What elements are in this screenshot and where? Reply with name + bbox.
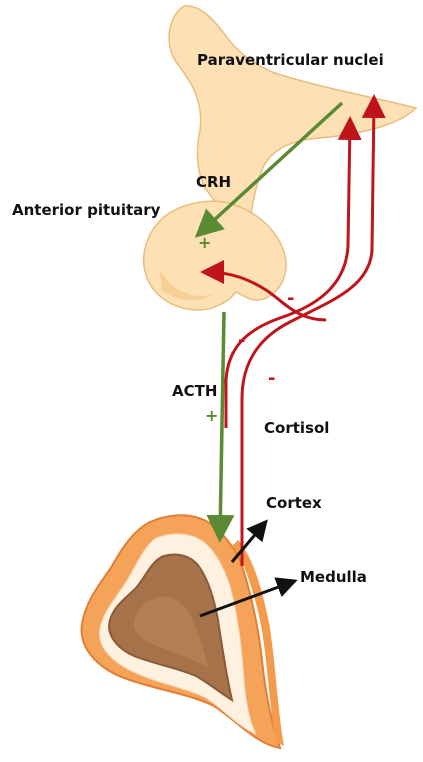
cortex-label: Cortex xyxy=(266,494,322,512)
feedback-minus-inner: - xyxy=(238,330,245,351)
feedback-minus-outer: - xyxy=(268,368,275,389)
anterior-pituitary-label: Anterior pituitary xyxy=(12,201,161,219)
crh-label: CRH xyxy=(196,173,231,191)
acth-arrow xyxy=(220,312,224,536)
acth-plus-sign: + xyxy=(205,406,218,425)
paraventricular-nuclei-label: Paraventricular nuclei xyxy=(197,51,384,69)
cortisol-label: Cortisol xyxy=(264,419,329,437)
feedback-minus-pituitary: - xyxy=(287,288,294,309)
crh-plus-sign: + xyxy=(198,233,211,252)
medulla-label: Medulla xyxy=(300,568,367,586)
acth-label: ACTH xyxy=(172,382,217,400)
